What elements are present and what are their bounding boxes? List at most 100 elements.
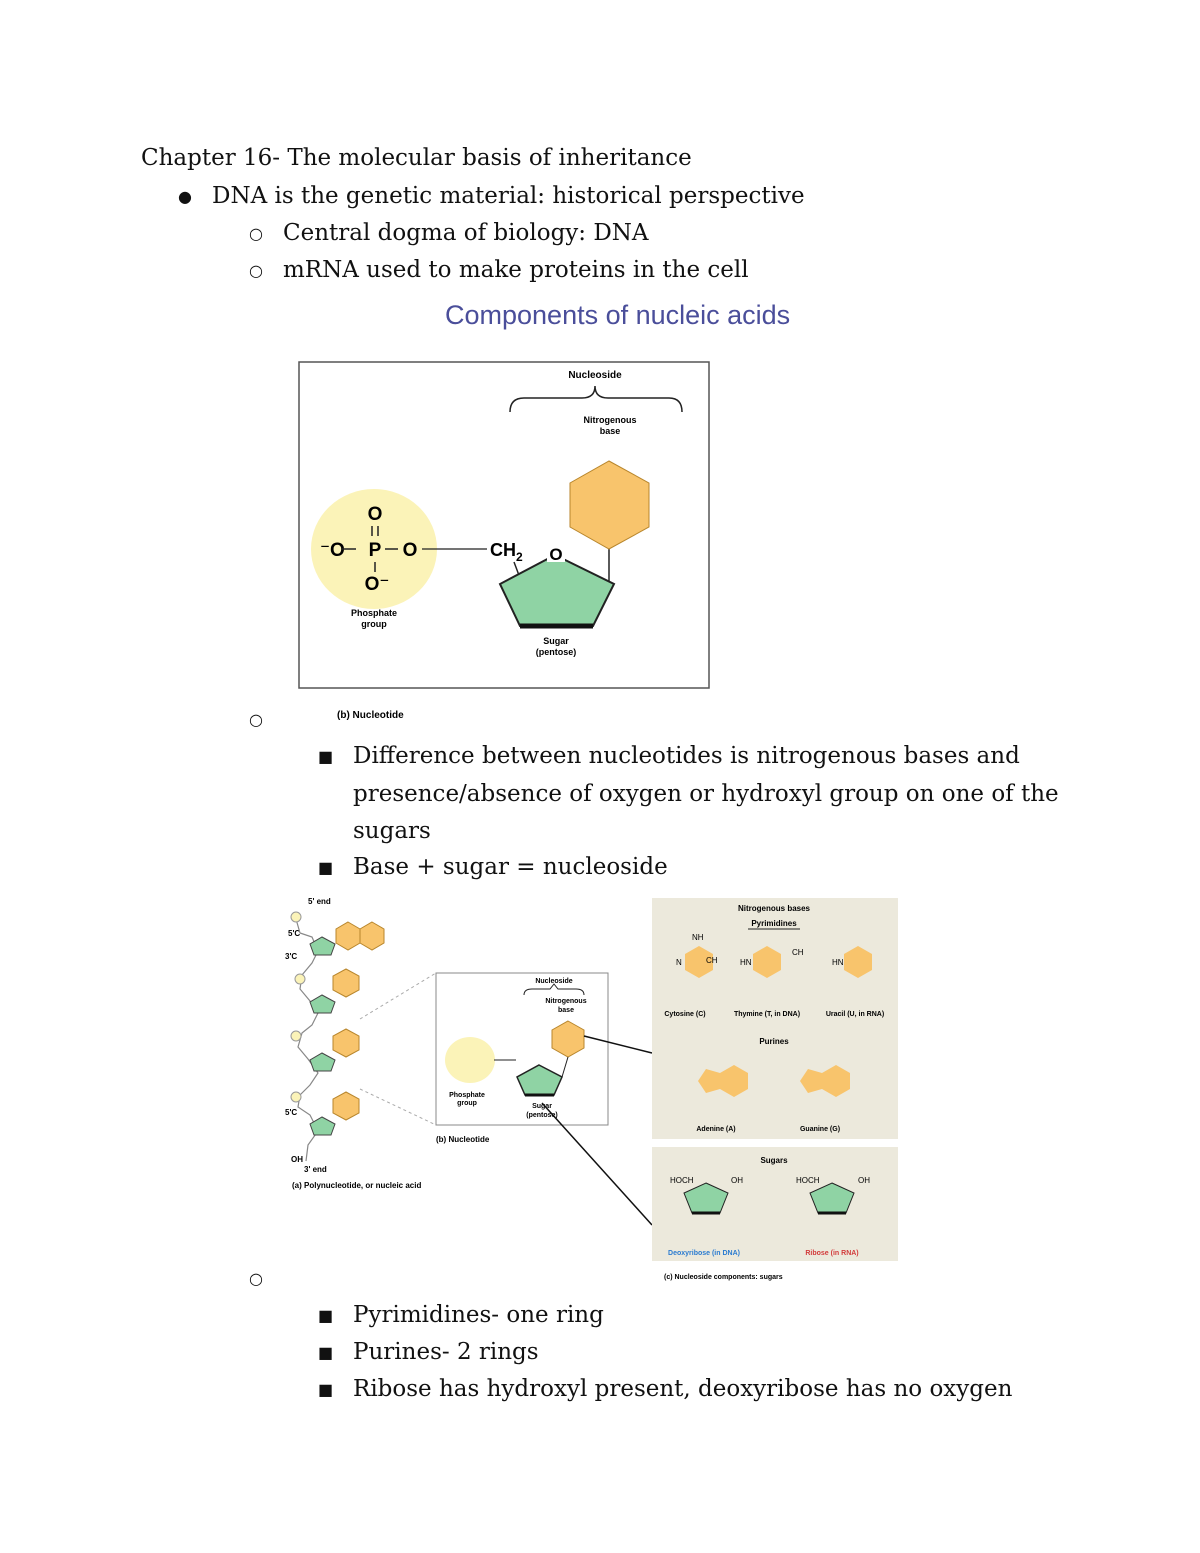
nitrogenous-base-label: Nitrogenous bbox=[584, 415, 637, 425]
outline-item-ribose: Ribose has hydroxyl present, deoxyribose… bbox=[353, 1376, 1013, 1402]
outline-item-pyrimidines: Pyrimidines- one ring bbox=[353, 1302, 604, 1328]
inset-nitrogenous-label: base bbox=[558, 1007, 574, 1014]
nitrogenous-base-hexagon bbox=[569, 460, 650, 550]
phosphate-circle bbox=[290, 1030, 302, 1042]
outline-item-difference-cont: presence/absence of oxygen or hydroxyl g… bbox=[353, 781, 1059, 807]
adenine-label: Adenine (A) bbox=[696, 1126, 735, 1133]
inset-sugar-label: (pentose) bbox=[526, 1112, 558, 1119]
thymine-label: Thymine (T, in DNA) bbox=[734, 1011, 800, 1018]
bullet-square: ■ bbox=[318, 747, 334, 766]
bullet-square: ■ bbox=[318, 1343, 334, 1362]
svg-text:CH: CH bbox=[792, 948, 804, 957]
five-prime-c-label: 5'C bbox=[285, 1108, 297, 1117]
svg-text:base: base bbox=[280, 893, 283, 894]
svg-text:OH: OH bbox=[731, 1176, 743, 1185]
uracil-label: Uracil (U, in RNA) bbox=[826, 1011, 884, 1018]
ribose-label: Ribose (in RNA) bbox=[805, 1250, 858, 1257]
cytosine-ring bbox=[685, 946, 713, 978]
backbone-sugar bbox=[309, 1116, 336, 1136]
backbone-base bbox=[332, 1091, 360, 1121]
polynucleotide-caption: (a) Polynucleotide, or nucleic acid bbox=[292, 1181, 421, 1190]
purines-label: Purines bbox=[759, 1037, 789, 1046]
phosphate-o-right: O bbox=[403, 540, 418, 561]
inset-phosphate-label: group bbox=[457, 1100, 477, 1107]
sugars-title: Sugars bbox=[760, 1156, 788, 1165]
backbone-sugar bbox=[309, 994, 336, 1014]
outline-item-purines: Purines- 2 rings bbox=[353, 1339, 539, 1365]
backbone-base bbox=[335, 921, 361, 951]
outline-item-nucleoside: Base + sugar = nucleoside bbox=[353, 854, 668, 880]
bullet-circle: ○ bbox=[249, 710, 263, 729]
svg-text:N: N bbox=[676, 958, 682, 967]
bases-title: Nitrogenous bases bbox=[738, 904, 811, 913]
svg-text:CH: CH bbox=[706, 956, 718, 965]
phosphate-circle bbox=[294, 973, 306, 985]
figure-title: Components of nucleic acids bbox=[445, 300, 791, 330]
bullet-square: ■ bbox=[318, 1380, 334, 1399]
guanine-label: Guanine (G) bbox=[800, 1126, 840, 1133]
bullet-square: ■ bbox=[318, 1306, 334, 1325]
nucleoside-label: Nucleoside bbox=[568, 370, 622, 381]
sugar-label: (pentose) bbox=[536, 647, 577, 657]
backbone-sugar bbox=[309, 1052, 336, 1072]
phosphate-circle bbox=[290, 911, 302, 923]
bullet-disc: ● bbox=[178, 187, 192, 206]
svg-text:OH: OH bbox=[858, 1176, 870, 1185]
guanine-ring bbox=[822, 1065, 850, 1097]
figure-caption: (b) Nucleotide bbox=[337, 710, 404, 721]
outline-item-central-dogma: Central dogma of biology: DNA bbox=[283, 220, 649, 246]
adenine-ring bbox=[698, 1069, 720, 1093]
phosphate-group-circle bbox=[311, 489, 437, 609]
five-prime-end-label: 5' end bbox=[308, 897, 331, 906]
backbone-sugar bbox=[309, 936, 336, 956]
inset-phosphate bbox=[445, 1037, 495, 1083]
bullet-square: ■ bbox=[318, 858, 334, 877]
adenine-ring bbox=[720, 1065, 748, 1097]
outline-item-difference: Difference between nucleotides is nitrog… bbox=[353, 743, 1020, 769]
backbone-base bbox=[332, 1028, 360, 1058]
inset-caption: (b) Nucleotide bbox=[436, 1135, 490, 1144]
five-prime-c-label: 5'C bbox=[288, 929, 300, 938]
nucleotide-figure: Nucleoside Nitrogenous base O ⁻O P O O⁻ … bbox=[298, 361, 710, 721]
outline-item-mrna: mRNA used to make proteins in the cell bbox=[283, 257, 749, 283]
svg-text:HN: HN bbox=[832, 958, 844, 967]
sugar-ring-oxygen: O bbox=[549, 545, 562, 564]
svg-text:HN: HN bbox=[740, 958, 752, 967]
svg-text:NH: NH bbox=[692, 933, 704, 942]
pyrimidines-label: Pyrimidines bbox=[751, 919, 797, 928]
phosphate-o-left: ⁻O bbox=[320, 540, 345, 561]
phosphate-group-label: group bbox=[361, 619, 387, 629]
guanine-ring bbox=[800, 1069, 822, 1093]
nitrogenous-base-label: base bbox=[600, 426, 621, 436]
bullet-circle: ○ bbox=[249, 224, 263, 243]
ch2-label: CH2 bbox=[490, 540, 523, 564]
bullet-circle: ○ bbox=[249, 1269, 263, 1288]
nucleic-acid-figure: 5' end 5'C 3'C 5'C OH 3' end (a) Polynuc… bbox=[280, 893, 898, 1281]
phosphate-o-bottom: O⁻ bbox=[365, 574, 390, 595]
backbone-base bbox=[359, 921, 385, 951]
outline-item-genetic-material: DNA is the genetic material: historical … bbox=[212, 183, 805, 209]
phosphate-circle bbox=[290, 1091, 302, 1103]
bullet-circle: ○ bbox=[249, 261, 263, 280]
svg-text:HOCH: HOCH bbox=[670, 1176, 694, 1185]
sugar-label: Sugar bbox=[543, 636, 569, 646]
page-title: Chapter 16- The molecular basis of inher… bbox=[141, 145, 692, 171]
thymine-ring bbox=[753, 946, 781, 978]
oh-label: OH bbox=[291, 1155, 303, 1164]
three-prime-c-label: 3'C bbox=[285, 952, 297, 961]
inset-nucleoside-label: Nucleoside bbox=[535, 978, 572, 985]
nitrogenous-bases-panel bbox=[652, 898, 898, 1139]
outline-item-difference-cont: sugars bbox=[353, 818, 431, 844]
uracil-ring bbox=[844, 946, 872, 978]
nucleoside-brace bbox=[509, 385, 683, 413]
inset-sugar-label: Sugar bbox=[532, 1103, 552, 1110]
cytosine-label: Cytosine (C) bbox=[664, 1011, 705, 1018]
phosphate-p: P bbox=[369, 540, 382, 561]
svg-text:HOCH: HOCH bbox=[796, 1176, 820, 1185]
backbone-base bbox=[332, 968, 360, 998]
deoxyribose-label: Deoxyribose (in DNA) bbox=[668, 1250, 740, 1257]
inset-phosphate-label: Phosphate bbox=[449, 1092, 485, 1099]
inset-nitrogenous-label: Nitrogenous bbox=[545, 998, 586, 1005]
three-prime-end-label: 3' end bbox=[304, 1165, 327, 1174]
sugars-caption: (c) Nucleoside components: sugars bbox=[664, 1274, 783, 1281]
